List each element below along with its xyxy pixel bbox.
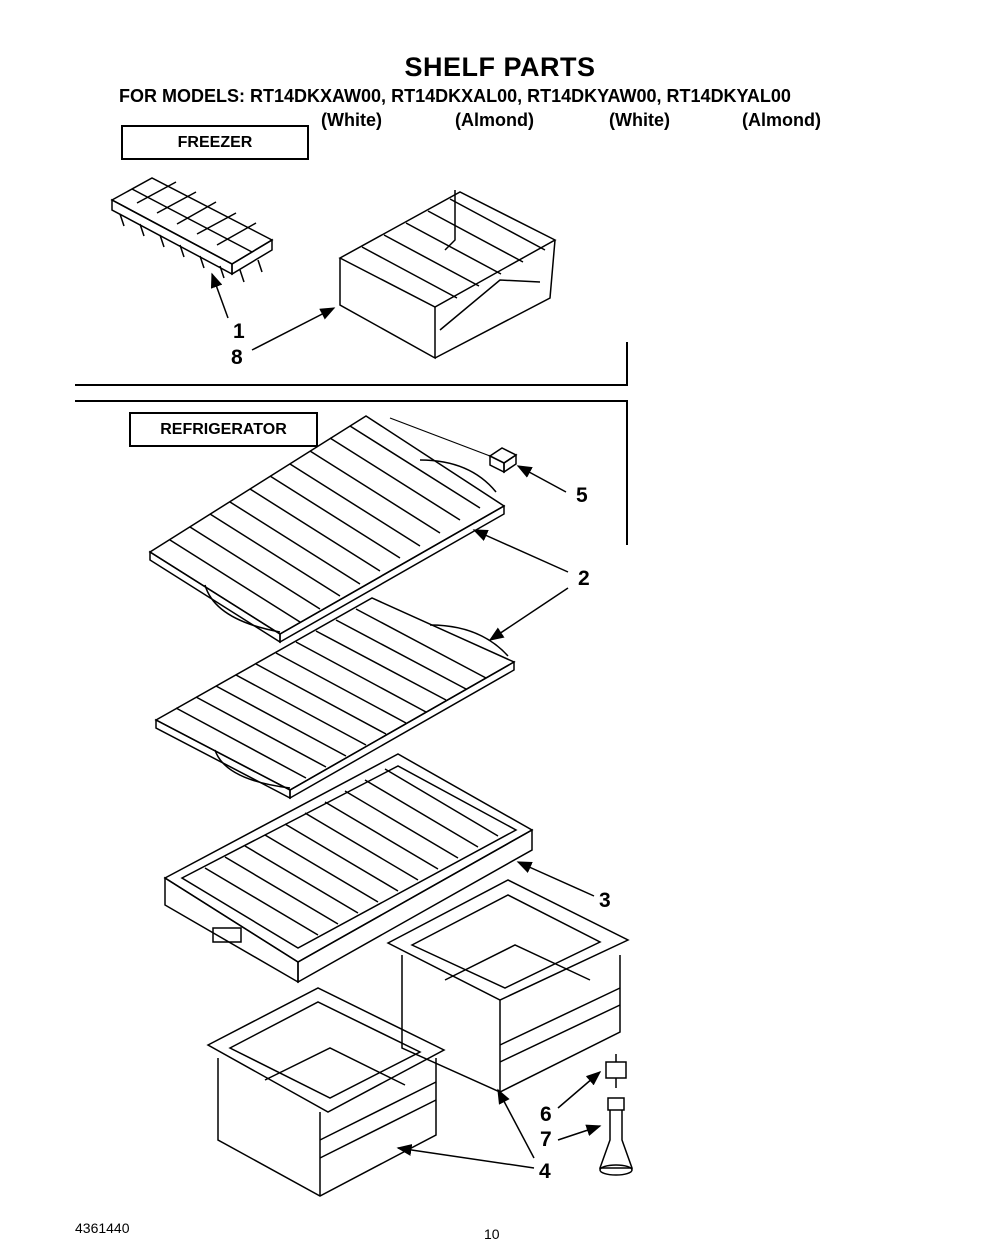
callout-7: 7: [540, 1128, 552, 1151]
document-number: 4361440: [75, 1220, 130, 1236]
leader-line-2a: [472, 529, 569, 573]
leveling-leg-illustration: [598, 1097, 634, 1176]
model-code: RT14DKYAL00: [666, 86, 791, 106]
callout-5: 5: [576, 484, 588, 507]
callout-2: 2: [578, 567, 590, 590]
callout-6: 6: [540, 1103, 552, 1126]
crisper-cover-illustration: [163, 753, 534, 984]
model-code: RT14DKYAW00,: [527, 86, 662, 106]
leader-line-7: [557, 1124, 602, 1141]
callout-4: 4: [539, 1160, 551, 1183]
models-prefix: FOR MODELS:: [119, 86, 245, 106]
model-code: RT14DKXAL00,: [391, 86, 523, 106]
freezer-shelf-illustration: [338, 190, 557, 360]
leader-line-1: [210, 272, 229, 319]
page-title: SHELF PARTS: [404, 52, 596, 82]
model-color: (White): [609, 110, 670, 130]
model-code: RT14DKXAW00,: [250, 86, 387, 106]
models-line: FOR MODELS: RT14DKXAW00, RT14DKXAL00, RT…: [119, 86, 791, 107]
callout-3: 3: [599, 889, 611, 912]
leader-line-4b: [396, 1144, 535, 1169]
callout-8: 8: [231, 346, 243, 369]
page-number: 10: [484, 1226, 500, 1242]
model-color: (White): [321, 110, 382, 130]
upper-wire-shelf-illustration: [148, 415, 506, 644]
freezer-section-label: FREEZER: [121, 125, 309, 160]
leader-line-2b: [488, 587, 569, 641]
left-crisper-drawer-illustration: [206, 987, 446, 1197]
refrigerator-section-border: [75, 400, 628, 545]
leader-line-5: [516, 465, 567, 493]
callout-1: 1: [233, 320, 245, 343]
model-color: (Almond): [742, 110, 821, 130]
ice-tray-illustration: [110, 177, 274, 283]
leader-line-3: [516, 861, 595, 897]
refrigerator-section-label: REFRIGERATOR: [129, 412, 318, 447]
roller-illustration: [605, 1054, 627, 1088]
freezer-section-border: [75, 342, 628, 386]
model-color: (Almond): [455, 110, 534, 130]
shelf-stop-illustration: [488, 447, 518, 474]
lower-wire-shelf-illustration: [154, 597, 516, 800]
leader-line-8: [251, 307, 336, 351]
leader-line-4a: [497, 1088, 535, 1159]
leader-line-6: [557, 1071, 602, 1109]
